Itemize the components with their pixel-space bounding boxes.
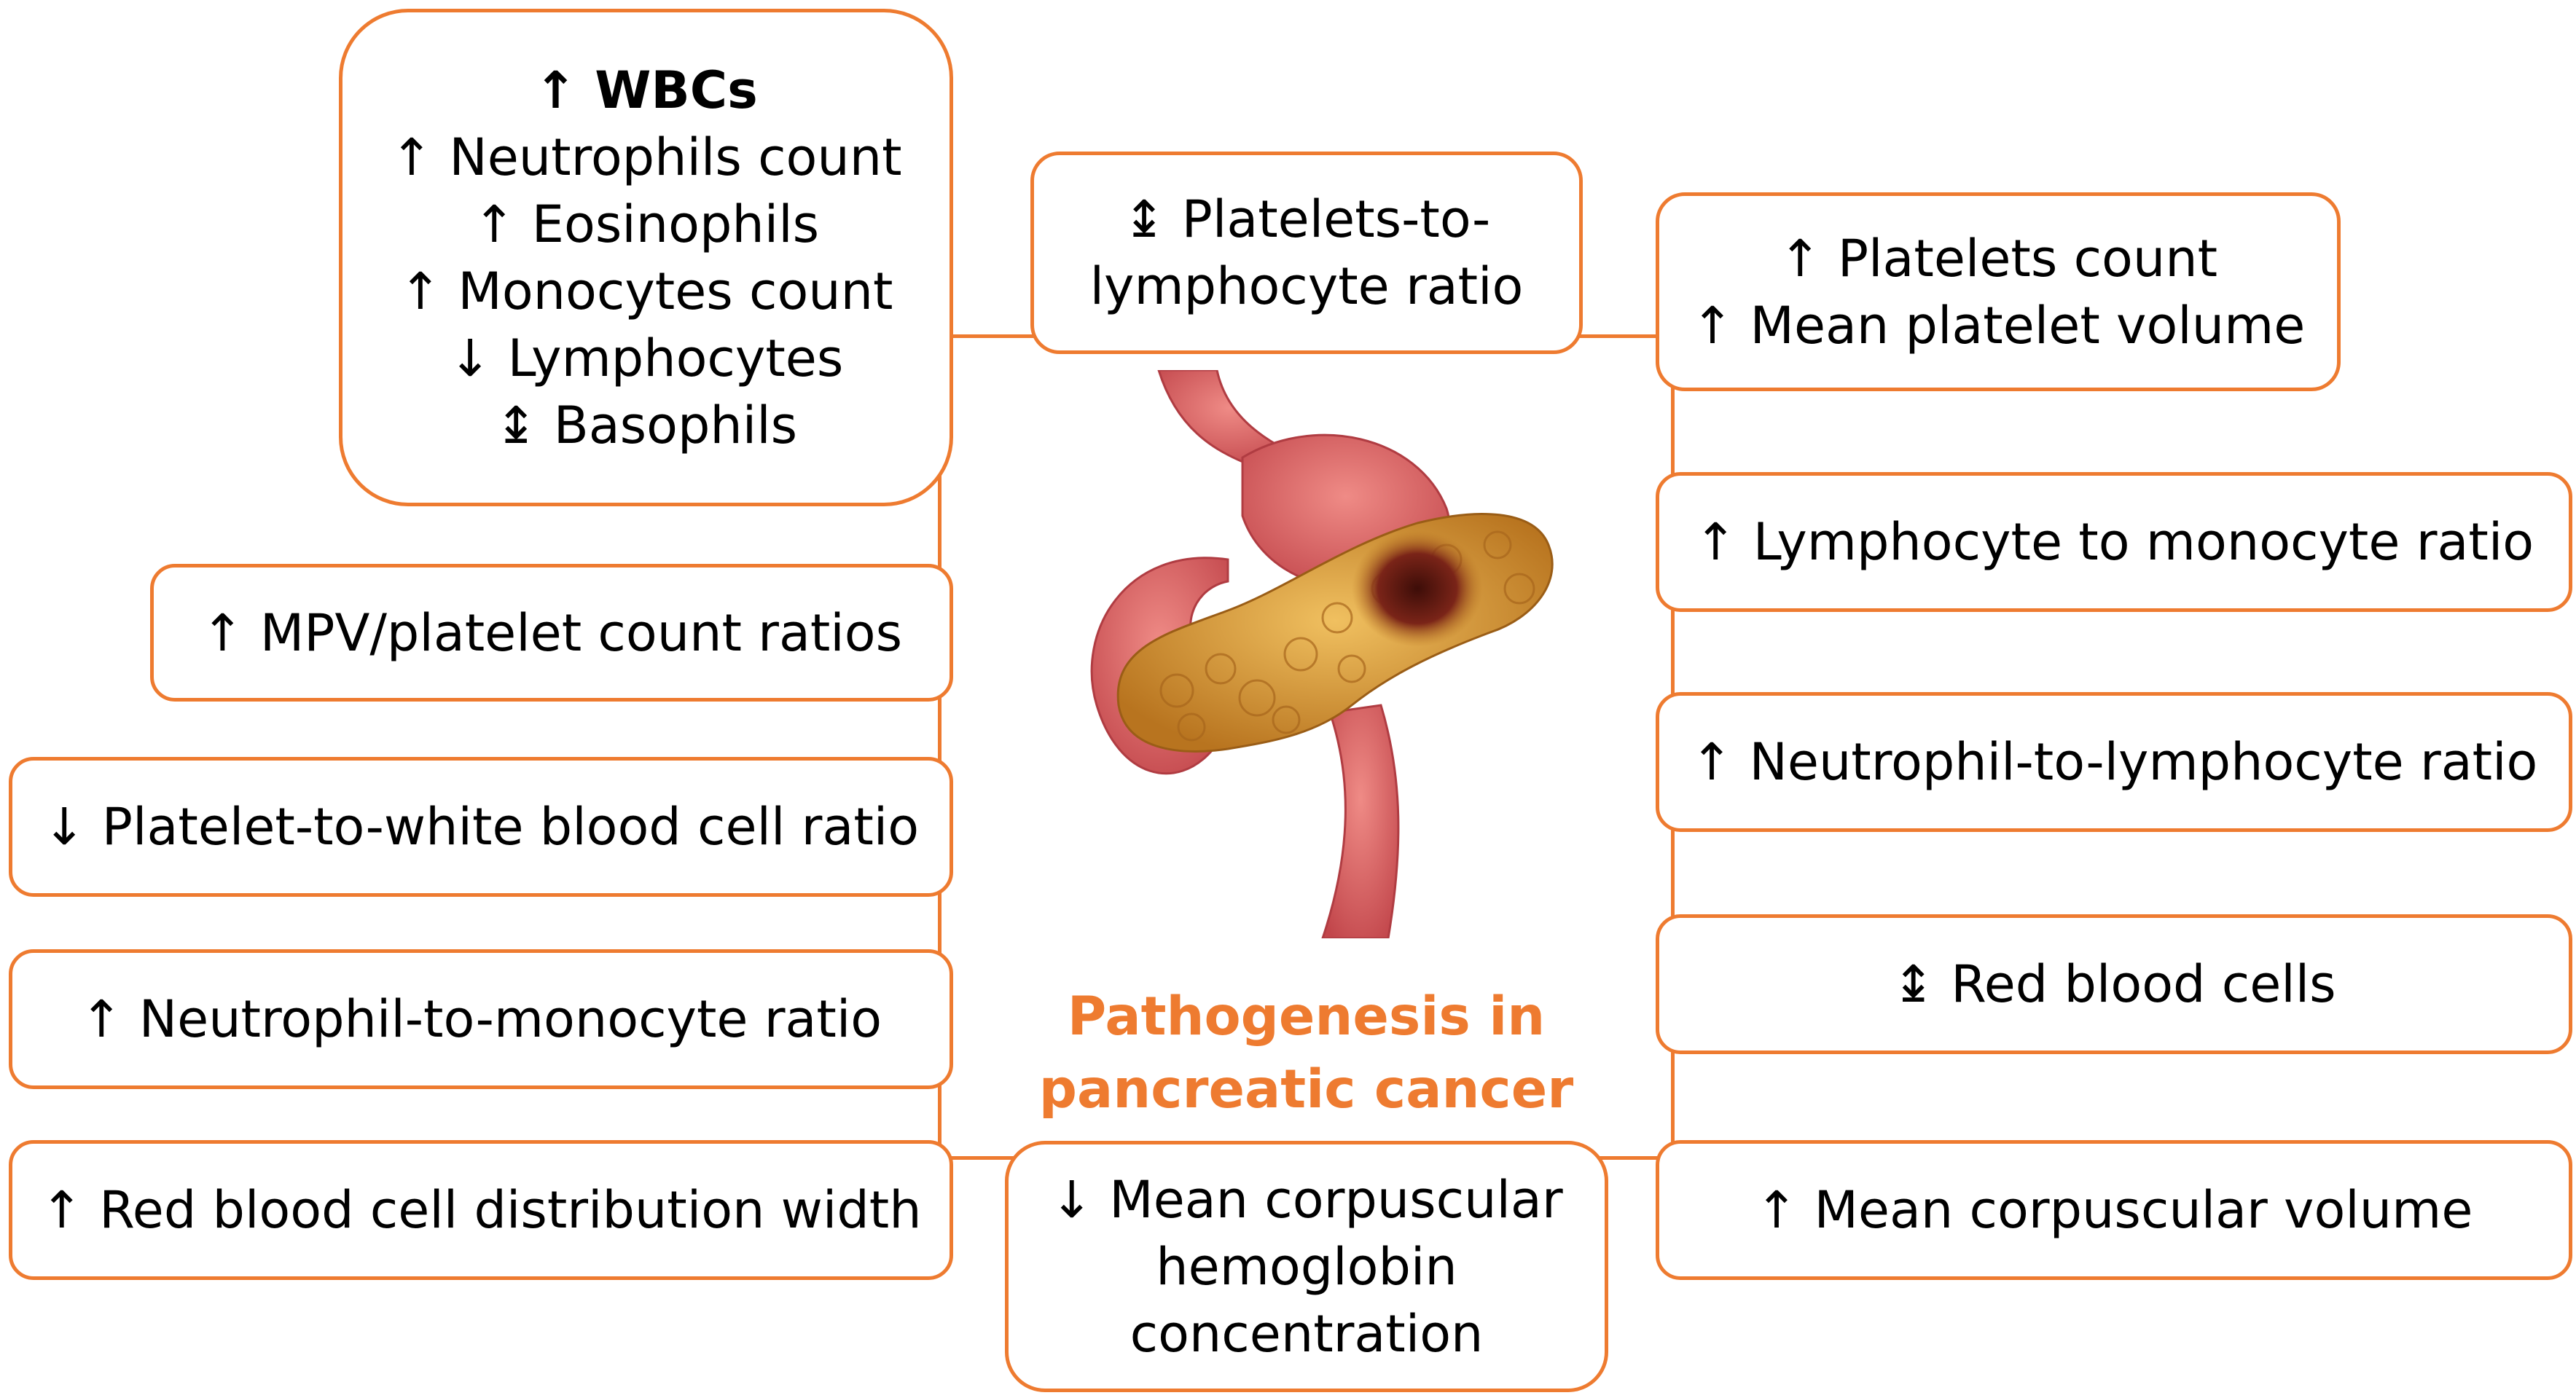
eosinophils-line: ↑ Eosinophils — [472, 194, 820, 254]
lmr-label: ↑ Lymphocyte to monocyte ratio — [1694, 512, 2534, 572]
nlr-box: ↑ Neutrophil-to-lymphocyte ratio — [1656, 692, 2572, 832]
platelets-line2: ↑ Mean platelet volume — [1691, 295, 2306, 356]
platelets-line1: ↑ Platelets count — [1778, 228, 2218, 288]
lmr-box: ↑ Lymphocyte to monocyte ratio — [1656, 472, 2572, 612]
center-title-line2: pancreatic cancer — [1038, 1059, 1574, 1120]
neutrophil-monocyte-label: ↑ Neutrophil-to-monocyte ratio — [79, 989, 882, 1049]
plr-box: ↨ Platelets-to- lymphocyte ratio — [1030, 152, 1583, 354]
mcv-box: ↑ Mean corpuscular volume — [1656, 1140, 2572, 1280]
lymphocytes-line: ↓ Lymphocytes — [448, 328, 844, 388]
platelet-wbc-box: ↓ Platelet-to-white blood cell ratio — [9, 757, 953, 897]
platelets-box: ↑ Platelets count ↑ Mean platelet volume — [1656, 192, 2341, 391]
rbc-label: ↨ Red blood cells — [1892, 954, 2336, 1014]
center-title-line1: Pathogenesis in — [1067, 986, 1546, 1048]
tumor — [1352, 530, 1483, 647]
jejunum — [1321, 704, 1400, 938]
wbc-line: ↑ WBCs — [534, 60, 758, 120]
mpv-platelet-label: ↑ MPV/platelet count ratios — [200, 602, 903, 663]
neutrophil-monocyte-box: ↑ Neutrophil-to-monocyte ratio — [9, 949, 953, 1089]
mchc-line2: hemoglobin — [1156, 1236, 1457, 1297]
rdw-box: ↑ Red blood cell distribution width — [9, 1140, 953, 1280]
mpv-platelet-box: ↑ MPV/platelet count ratios — [150, 564, 953, 702]
rbc-box: ↨ Red blood cells — [1656, 914, 2572, 1054]
nlr-label: ↑ Neutrophil-to-lymphocyte ratio — [1690, 732, 2538, 792]
pancreas-illustration — [1090, 370, 1554, 938]
basophils-line: ↨ Basophils — [494, 395, 798, 455]
neutrophils-line: ↑ Neutrophils count — [390, 127, 902, 187]
mcv-label: ↑ Mean corpuscular volume — [1755, 1180, 2473, 1240]
wbc-box: ↑ WBCs ↑ Neutrophils count ↑ Eosinophils… — [339, 9, 953, 506]
mchc-box: ↓ Mean corpuscular hemoglobin concentrat… — [1005, 1141, 1608, 1392]
rdw-label: ↑ Red blood cell distribution width — [40, 1180, 922, 1240]
mchc-line1: ↓ Mean corpuscular — [1050, 1169, 1563, 1230]
plr-line2: lymphocyte ratio — [1089, 256, 1524, 316]
mchc-line3: concentration — [1130, 1303, 1484, 1364]
platelet-wbc-label: ↓ Platelet-to-white blood cell ratio — [42, 797, 920, 857]
plr-line1: ↨ Platelets-to- — [1122, 189, 1491, 249]
monocytes-line: ↑ Monocytes count — [399, 261, 893, 321]
